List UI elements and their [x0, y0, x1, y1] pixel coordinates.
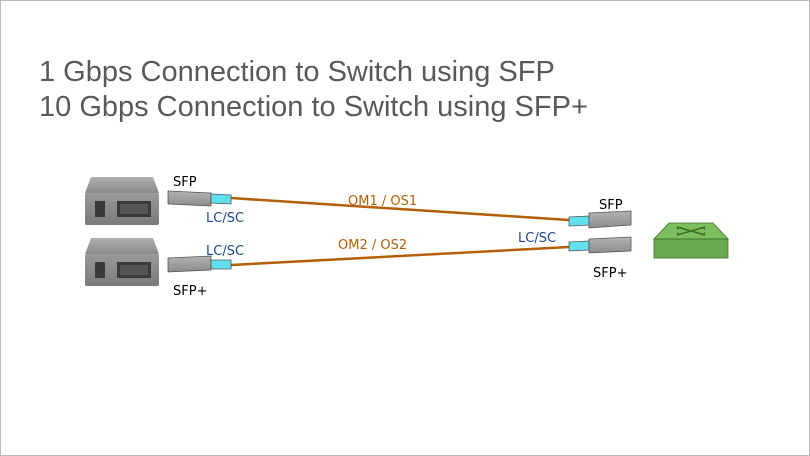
sfp-module-icon	[588, 210, 632, 229]
switch-icon	[653, 222, 729, 259]
lc-connector-icon	[210, 193, 232, 205]
lc-connector-icon	[568, 215, 590, 227]
sfp-module-icon	[588, 236, 632, 254]
title-line-1g: 1 Gbps Connection to Switch using SFP	[39, 56, 555, 88]
cable-om1-os1	[230, 196, 570, 222]
lc-connector-icon	[210, 259, 232, 270]
sfp-module-icon	[167, 255, 212, 273]
title-line-10g: 10 Gbps Connection to Switch using SFP+	[39, 91, 588, 123]
cable-label-om1-os1: OM1 / OS1	[348, 194, 417, 209]
switch-module-label-sfp-plus: SFP+	[593, 266, 627, 281]
server-icon	[85, 177, 159, 225]
cable-label-om2-os2: OM2 / OS2	[338, 238, 407, 253]
cable-om2-os2	[230, 245, 570, 267]
lc-connector-icon	[568, 240, 590, 252]
switch-module-label-sfp: SFP	[599, 198, 623, 213]
sfp-module-icon	[167, 190, 212, 207]
connector-label-server-1: LC/SC	[206, 211, 244, 226]
connector-label-server-2: LC/SC	[206, 244, 244, 259]
server-module-label-sfp: SFP	[173, 175, 197, 190]
server-icon	[85, 238, 159, 286]
connector-label-switch-2: LC/SC	[518, 231, 556, 246]
server-module-label-sfp-plus: SFP+	[173, 284, 207, 299]
